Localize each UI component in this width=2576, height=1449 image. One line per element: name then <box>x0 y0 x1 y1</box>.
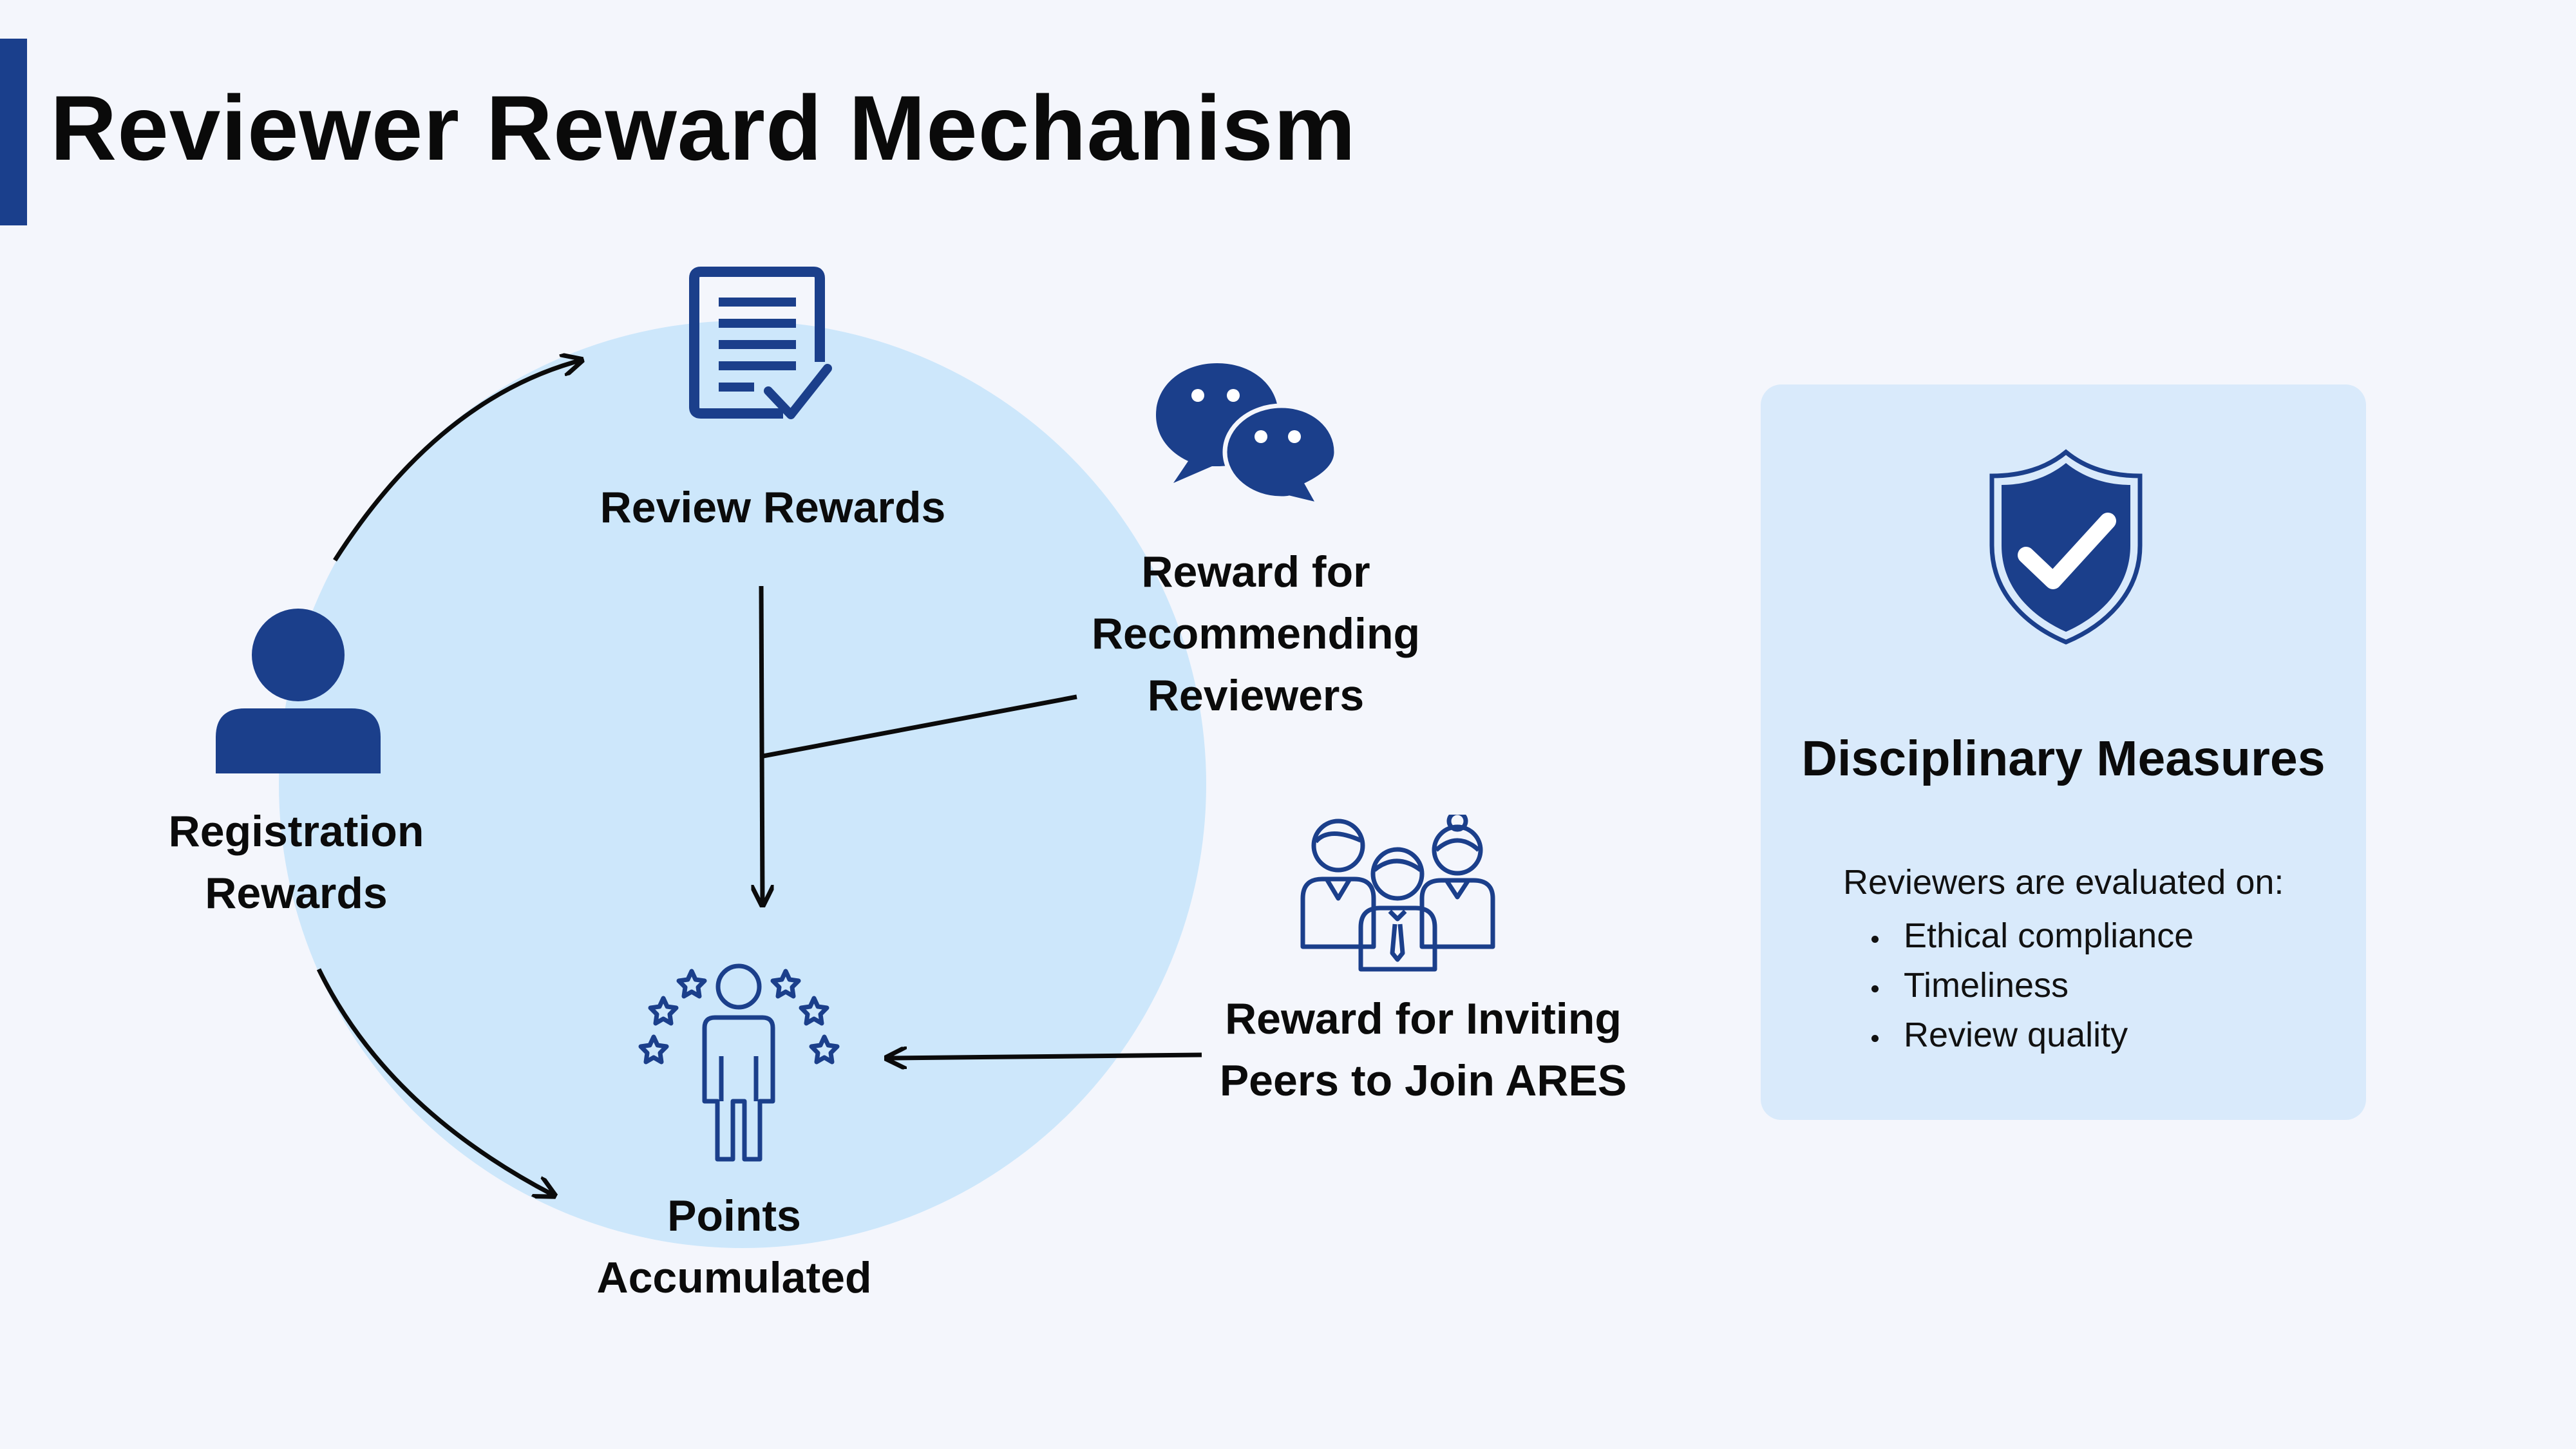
arrow-invite-to-points <box>889 1055 1202 1058</box>
arrow-review-to-points <box>761 585 762 903</box>
list-item: Ethical compliance <box>1871 911 2193 961</box>
panel-intro: Reviewers are evaluated on: <box>1843 863 2284 902</box>
person-stars-icon <box>638 963 840 1162</box>
shield-check-icon <box>1989 449 2143 645</box>
review-rewards-label: Review Rewards <box>600 483 946 532</box>
list-item: Review quality <box>1871 1010 2193 1060</box>
document-checklist-icon <box>689 267 832 419</box>
panel-title: Disciplinary Measures <box>1801 731 2325 786</box>
recommend-reviewers-label: Reward for Recommending Reviewers <box>1091 547 1421 720</box>
reward-cycle-circle <box>279 321 1206 1248</box>
registration-rewards-label: Registration Rewards <box>168 807 424 918</box>
disciplinary-measures-panel: Disciplinary Measures Reviewers are eval… <box>1761 384 2366 1120</box>
chat-bubbles-icon <box>1156 363 1339 507</box>
line-recommend-join <box>762 694 1077 759</box>
title-accent-bar <box>0 39 27 225</box>
arrow-registration-to-review <box>333 361 580 562</box>
user-icon <box>216 609 381 773</box>
page-title: Reviewer Reward Mechanism <box>50 77 1356 180</box>
criteria-list: Ethical compliance Timeliness Review qua… <box>1871 911 2193 1060</box>
points-accumulated-label: Points Accumulated <box>596 1191 872 1302</box>
invite-peers-label: Reward for Inviting Peers to Join ARES <box>1219 994 1627 1105</box>
list-item: Timeliness <box>1871 961 2193 1010</box>
arrow-registration-to-points <box>316 968 553 1195</box>
team-people-icon <box>1300 815 1495 972</box>
